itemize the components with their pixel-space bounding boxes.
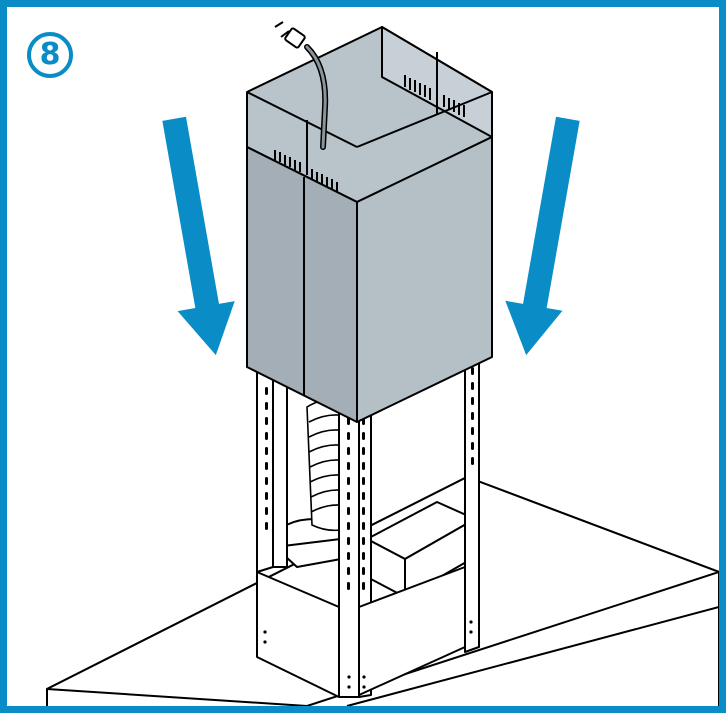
mounting-bracket [256, 353, 480, 698]
down-arrow-icon [505, 116, 580, 356]
chimney-vents [274, 75, 465, 192]
installation-illustration [46, 21, 719, 706]
chimney-cover [246, 26, 493, 423]
bracket-slots [263, 367, 474, 689]
step-number-badge: 8 [27, 32, 73, 78]
step-number: 8 [39, 37, 61, 72]
down-arrow-icon [162, 116, 235, 356]
power-plug-icon [274, 21, 329, 150]
